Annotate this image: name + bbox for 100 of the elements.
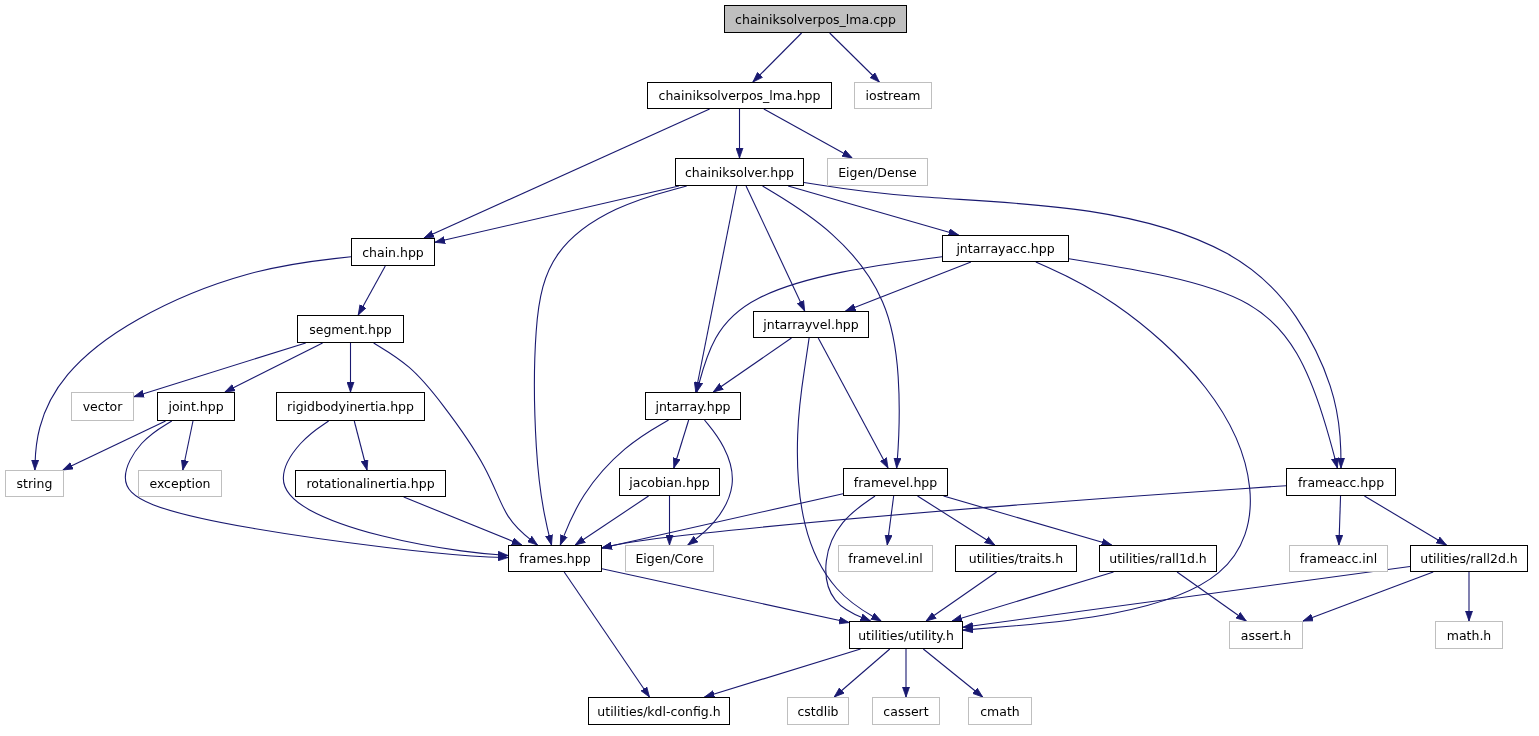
file-name: jacobian.hpp bbox=[629, 474, 710, 490]
include-arrow bbox=[224, 342, 324, 393]
header-file-node bbox=[297, 315, 404, 343]
file-name: string bbox=[16, 476, 53, 491]
header-file-node bbox=[955, 545, 1077, 572]
header-file-node bbox=[843, 468, 948, 496]
system-header-node bbox=[827, 158, 928, 186]
include-arrow bbox=[434, 185, 680, 244]
system-header-node bbox=[1229, 621, 1303, 649]
file-name: cmath bbox=[980, 703, 1020, 719]
header-file-node bbox=[647, 82, 832, 109]
file-name: iostream bbox=[865, 88, 921, 103]
file-name: chainiksolverpos_lma.hpp bbox=[658, 88, 821, 103]
file-name: cassert bbox=[883, 703, 929, 719]
system-header-node bbox=[872, 697, 940, 725]
file-name: rigidbodyinertia.hpp bbox=[287, 399, 414, 414]
include-arrow bbox=[403, 496, 523, 546]
system-header-node bbox=[625, 545, 714, 572]
include-arrow bbox=[922, 648, 984, 698]
include-arrow bbox=[534, 185, 688, 546]
file-name: utilities/kdl-config.h bbox=[597, 703, 721, 719]
include-arrow bbox=[1363, 495, 1447, 546]
include-arrow bbox=[796, 337, 882, 622]
include-arrow bbox=[817, 337, 889, 469]
include-arrow bbox=[1068, 258, 1339, 469]
system-header-node bbox=[1435, 621, 1503, 649]
include-arrow bbox=[563, 571, 650, 698]
include-arrow bbox=[133, 342, 307, 398]
include-arrow bbox=[695, 256, 943, 393]
file-name: utilities/rall2d.h bbox=[1420, 551, 1518, 566]
include-arrow bbox=[124, 420, 509, 562]
file-name: cstdlib bbox=[797, 703, 839, 719]
include-arrow bbox=[181, 420, 194, 471]
file-name: math.h bbox=[1446, 627, 1492, 643]
file-name: joint.hpp bbox=[168, 399, 224, 414]
header-file-node bbox=[276, 392, 425, 421]
include-arrow bbox=[665, 495, 674, 546]
header-file-node bbox=[619, 468, 720, 496]
file-name: Eigen/Core bbox=[635, 551, 704, 566]
system-header-node bbox=[5, 470, 64, 497]
header-file-node bbox=[588, 697, 730, 725]
file-name: chainiksolverpos_lma.cpp bbox=[735, 11, 896, 27]
system-header-node bbox=[838, 545, 933, 572]
system-header-node bbox=[968, 697, 1032, 725]
source-file-node bbox=[724, 5, 907, 33]
header-file-node bbox=[849, 621, 963, 649]
file-name: chain.hpp bbox=[362, 244, 424, 260]
file-name: utilities/utility.h bbox=[858, 627, 954, 643]
include-arrow bbox=[62, 420, 167, 471]
file-name: framevel.hpp bbox=[853, 474, 938, 490]
include-arrow bbox=[962, 565, 1411, 630]
file-name: exception bbox=[149, 476, 211, 491]
file-name: segment.hpp bbox=[309, 321, 392, 337]
file-name: frames.hpp bbox=[519, 551, 591, 566]
header-file-node bbox=[645, 392, 741, 420]
include-arrow bbox=[423, 108, 711, 239]
include-arrow bbox=[833, 648, 891, 698]
include-arrow bbox=[373, 342, 538, 546]
system-header-node bbox=[854, 82, 932, 109]
header-file-node bbox=[351, 238, 435, 266]
include-arrow bbox=[357, 265, 386, 316]
file-name: utilities/rall1d.h bbox=[1109, 551, 1207, 566]
header-file-node bbox=[1286, 468, 1396, 496]
include-arrow bbox=[762, 185, 902, 469]
include-arrow bbox=[353, 420, 369, 471]
include-arrow bbox=[687, 419, 733, 546]
file-name: vector bbox=[82, 399, 123, 414]
include-arrow bbox=[673, 419, 690, 469]
include-arrow bbox=[282, 420, 509, 559]
header-file-node bbox=[753, 311, 869, 338]
header-file-node bbox=[157, 392, 235, 421]
include-arrow bbox=[884, 495, 895, 546]
include-arrow bbox=[803, 181, 1345, 469]
include-arrow bbox=[925, 571, 998, 622]
header-file-node bbox=[675, 158, 804, 186]
include-arrow bbox=[559, 419, 670, 546]
system-header-node bbox=[1289, 545, 1388, 572]
file-name: chainiksolver.hpp bbox=[684, 164, 794, 180]
include-arrow bbox=[902, 648, 910, 698]
file-name: frameacc.hpp bbox=[1297, 474, 1385, 490]
file-name: framevel.inl bbox=[848, 551, 923, 566]
file-name: jntarrayvel.hpp bbox=[763, 317, 859, 332]
system-header-node bbox=[71, 392, 134, 421]
include-arrow bbox=[601, 485, 1287, 550]
include-arrow bbox=[829, 32, 880, 83]
header-file-node bbox=[295, 470, 446, 497]
include-arrow bbox=[574, 495, 650, 546]
file-name: jntarrayacc.hpp bbox=[956, 241, 1055, 256]
include-arrow bbox=[752, 32, 803, 83]
file-name: assert.h bbox=[1240, 627, 1292, 643]
header-file-node bbox=[1099, 545, 1217, 572]
include-arrow bbox=[825, 495, 876, 622]
system-header-node bbox=[138, 470, 222, 497]
file-name: jntarray.hpp bbox=[655, 398, 731, 414]
include-arrow bbox=[712, 337, 792, 393]
include-arrow bbox=[693, 185, 738, 393]
include-arrow bbox=[787, 185, 960, 236]
system-header-node bbox=[787, 697, 849, 725]
include-arrow bbox=[703, 648, 862, 698]
header-file-node bbox=[508, 545, 602, 572]
